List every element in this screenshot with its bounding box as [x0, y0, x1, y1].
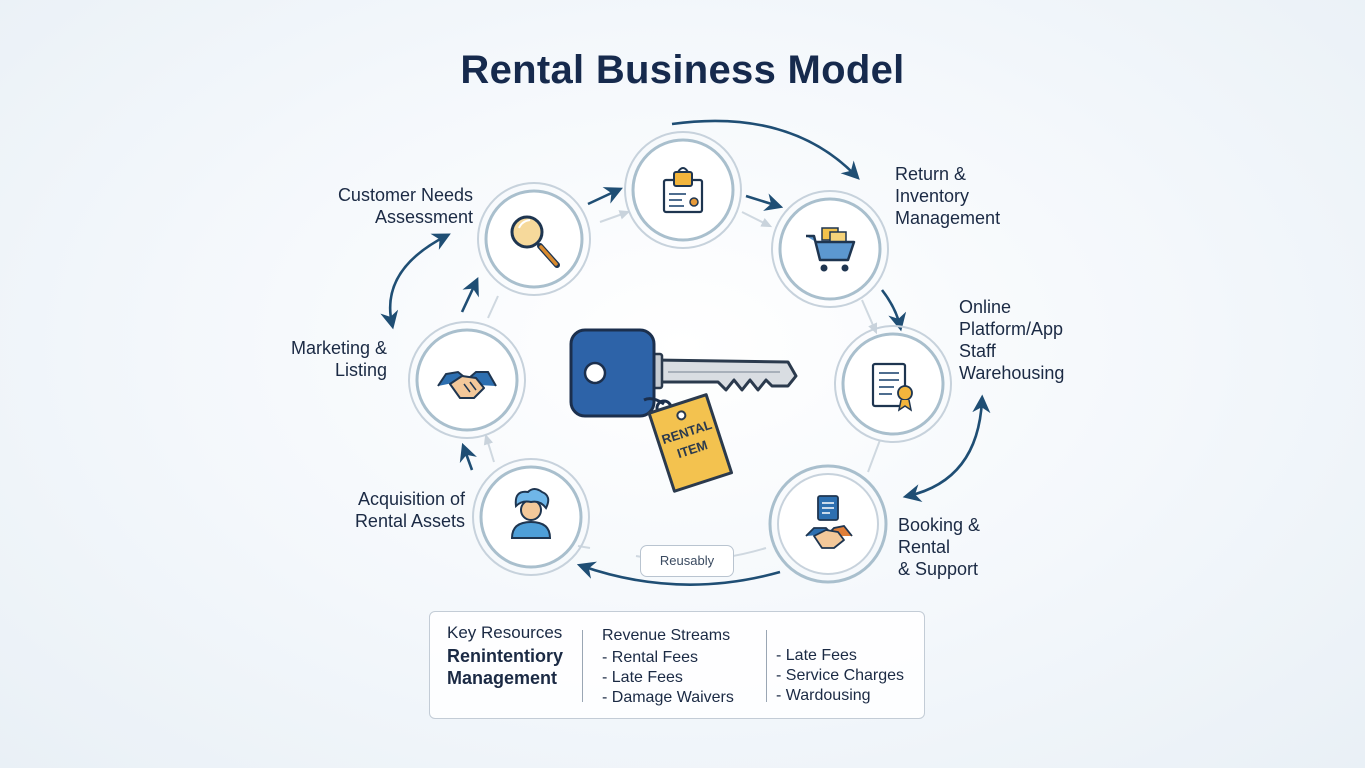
- list-item: - Late Fees: [776, 647, 857, 664]
- key-icon: [569, 328, 798, 418]
- key-resources-heading: Key Resources: [447, 623, 563, 642]
- label-online-platform: Online Platform/App Staff Warehousing: [959, 297, 1065, 383]
- other-items-column: - Late Fees - Service Charges - Wardousi…: [776, 646, 904, 706]
- document-award-icon: [871, 362, 913, 412]
- label-acquisition: Acquisition of Rental Assets: [354, 489, 465, 531]
- list-item: - Rental Fees: [602, 649, 699, 666]
- label-marketing: Marketing & Listing: [290, 338, 387, 380]
- label-booking: Booking & Rental & Support: [898, 515, 981, 579]
- node-return-inventory: [771, 190, 889, 308]
- label-return-inventory: Return & Inventory Management: [895, 164, 1001, 228]
- key-resources-box: Key Resources Renintentiory Management R…: [429, 611, 925, 719]
- revenue-streams-heading: Revenue Streams: [602, 627, 731, 644]
- person-icon: [510, 488, 552, 539]
- revenue-streams-column: Revenue Streams - Rental Fees - Late Fee…: [602, 626, 734, 708]
- flow-arrows: [380, 119, 991, 586]
- node-top: [624, 131, 742, 249]
- key-resources-subheading: Renintentiory Management: [447, 646, 564, 688]
- handshake-icon: [437, 370, 497, 399]
- list-item: - Late Fees: [602, 669, 683, 686]
- node-online-platform: [834, 325, 952, 443]
- list-item: - Damage Waivers: [602, 689, 734, 706]
- node-marketing: [408, 321, 526, 439]
- reusably-tag: Reusably: [640, 545, 734, 577]
- magnifier-icon: [510, 215, 560, 268]
- shopping-cart-icon: [806, 227, 856, 272]
- document-bag-icon: [662, 167, 704, 214]
- list-item: - Service Charges: [776, 667, 905, 684]
- list-item: - Wardousing: [776, 687, 871, 704]
- node-booking: [768, 464, 888, 584]
- document-handshake-icon: [805, 495, 853, 549]
- node-acquisition: [472, 458, 590, 576]
- divider: [582, 630, 583, 702]
- label-customer-needs: Customer Needs Assessment: [337, 185, 473, 227]
- divider: [766, 630, 767, 702]
- rental-item-tag: RENTAL ITEM: [647, 393, 734, 493]
- node-customer-needs: [477, 182, 591, 296]
- page-title: Rental Business Model: [460, 48, 905, 92]
